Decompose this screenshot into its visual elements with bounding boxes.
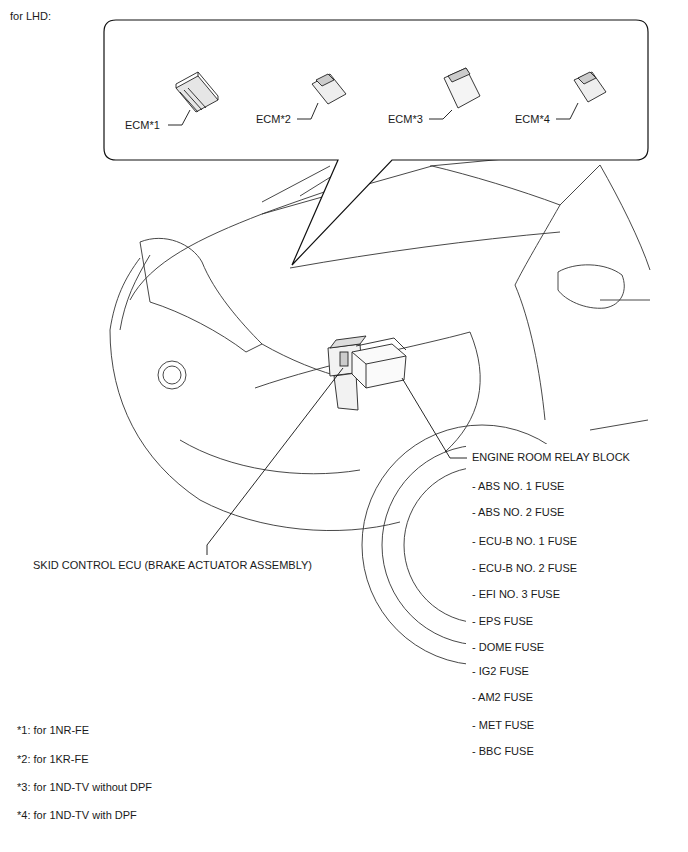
fuse-label: - MET FUSE (472, 719, 534, 732)
footnote: *4: for 1ND-TV with DPF (17, 809, 137, 822)
fuse-label: - EPS FUSE (472, 615, 533, 628)
heading: for LHD: (10, 10, 51, 23)
callout-bubble (104, 20, 648, 265)
fuse-label: ENGINE ROOM RELAY BLOCK (472, 451, 630, 464)
fuse-label: - AM2 FUSE (472, 691, 533, 704)
footnote: *3: for 1ND-TV without DPF (17, 781, 152, 794)
fuse-label: - DOME FUSE (472, 641, 544, 654)
fuse-label: - ABS NO. 1 FUSE (472, 480, 564, 493)
leader-lines (168, 103, 578, 555)
part-label: SKID CONTROL ECU (BRAKE ACTUATOR ASSEMBL… (33, 559, 312, 572)
car-outline (110, 150, 650, 665)
fuse-label: - ECU-B NO. 2 FUSE (472, 562, 577, 575)
part-label: ECM*3 (388, 113, 423, 126)
ecm-icons (176, 68, 606, 112)
relay-block (352, 338, 406, 388)
part-label: ECM*1 (125, 119, 160, 132)
footnote: *1: for 1NR-FE (17, 724, 89, 737)
part-label: ECM*4 (515, 113, 550, 126)
fuse-label: - ECU-B NO. 1 FUSE (472, 535, 577, 548)
fuse-label: - ABS NO. 2 FUSE (472, 506, 564, 519)
part-label: ECM*2 (256, 113, 291, 126)
fuse-label: - IG2 FUSE (472, 665, 529, 678)
footnote: *2: for 1KR-FE (17, 753, 89, 766)
fuse-label: - EFI NO. 3 FUSE (472, 588, 560, 601)
fuse-label: - BBC FUSE (472, 745, 534, 758)
